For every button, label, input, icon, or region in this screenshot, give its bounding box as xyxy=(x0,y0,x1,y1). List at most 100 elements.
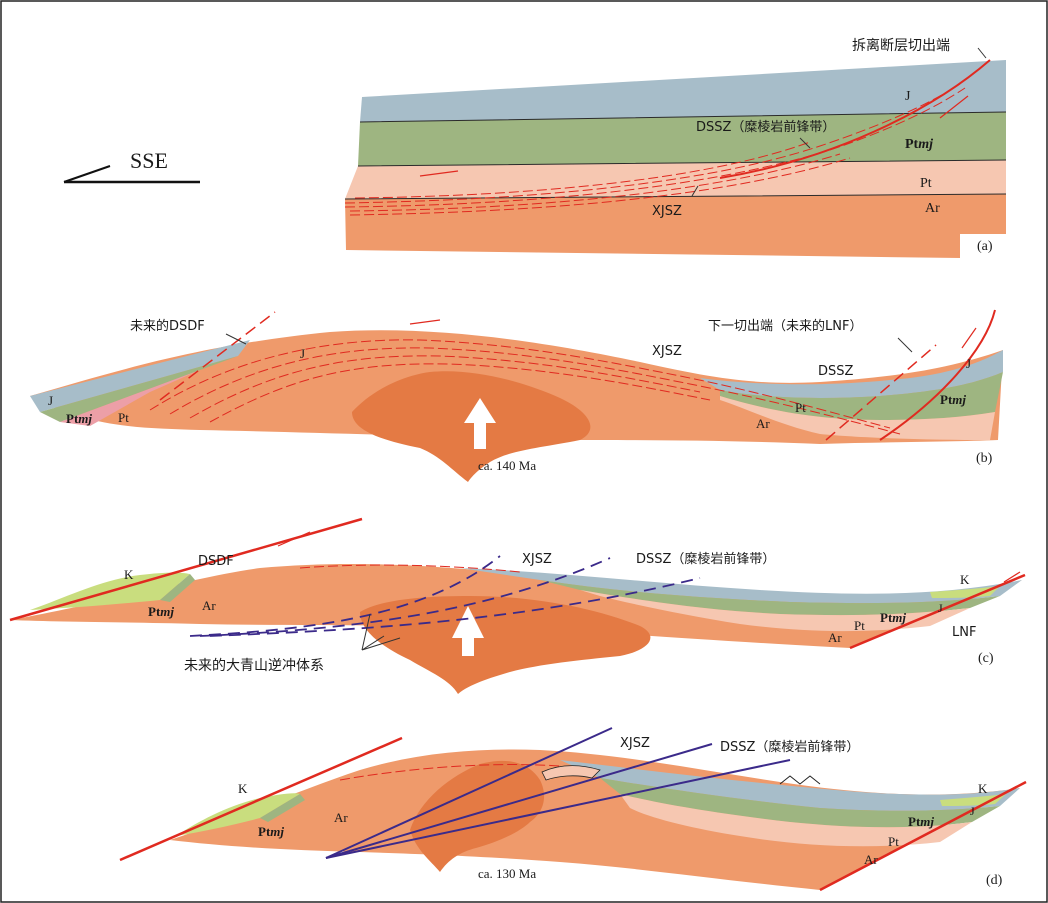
panel-d-Pt-layer xyxy=(620,794,972,847)
panel-c-thrust-pointers xyxy=(361,613,401,651)
panel-a-label-detachment: 拆离断层切出端 xyxy=(852,37,950,54)
panel-c-K-right xyxy=(930,586,1000,598)
panel-b-J-right xyxy=(700,350,1003,398)
panel-a-contacts xyxy=(344,111,1007,200)
direction-arrow-half xyxy=(63,165,111,183)
panel-b-Pt-left xyxy=(60,370,200,426)
panel-d-label-Ptmj-right: Ptmj xyxy=(908,814,934,829)
panel-a-label-Pt: Pt xyxy=(920,176,932,191)
panel-d-label-Ar-right: Ar xyxy=(864,852,878,867)
panel-d-label-J: J xyxy=(970,804,975,818)
panel-d-label-Ptmj-left: Ptmj xyxy=(258,824,284,839)
panel-c-label-Pt: Pt xyxy=(854,618,865,633)
panel-b-label-age: ca. 140 Ma xyxy=(478,458,536,473)
panel-b-Pt-right xyxy=(720,396,995,440)
panel-a-label-Ar: Ar xyxy=(925,201,940,216)
panel-c-LNF-fault xyxy=(849,573,1026,650)
panel-b-label-future-DSDF: 未来的DSDF xyxy=(130,318,205,334)
panel-c: K DSDF Ptmj Ar XJSZ DSSZ（糜棱岩前锋带） K J Ptm… xyxy=(9,517,1026,694)
panel-c-label-K-left: K xyxy=(124,567,134,582)
panel-b-future-LNF xyxy=(825,344,937,441)
panel-c-label-Ptmj-left: Ptmj xyxy=(148,604,174,619)
panel-b-lnf-pointer xyxy=(897,337,913,353)
panel-b-label-Pt-right: Pt xyxy=(795,400,806,415)
panel-d-Ar-body xyxy=(170,749,1020,890)
panel-a-sense-arrow-2 xyxy=(419,170,459,177)
panel-a-Pt-layer xyxy=(345,160,1006,199)
panel-b-tag: (b) xyxy=(976,451,993,466)
panel-c-future-thrusts xyxy=(189,555,701,637)
panel-d-label-Ar-left: Ar xyxy=(334,810,348,825)
panel-b-dsdf-pointer xyxy=(225,333,247,345)
panel-c-label-Ar-right: Ar xyxy=(828,630,842,645)
panel-a-shear-zone xyxy=(344,83,966,216)
panel-d-label-Pt: Pt xyxy=(888,834,899,849)
panel-b-label-DSSZ: DSSZ xyxy=(818,364,854,379)
panel-c-shear-remnant xyxy=(299,564,521,573)
panel-d-fold-hinge xyxy=(541,765,601,781)
panel-c-label-Ar-left: Ar xyxy=(202,598,216,613)
panel-a-dssz-pointer xyxy=(799,137,811,149)
panel-b-shear-lines xyxy=(149,339,901,435)
panel-d: K Ptmj Ar XJSZ DSSZ（糜棱岩前锋带） K J Ptmj Pt … xyxy=(119,727,1027,892)
panel-c-Pt-layer xyxy=(580,590,970,632)
direction-label: SSE xyxy=(130,148,168,173)
panel-a-Ptmj-layer xyxy=(358,112,1006,166)
panel-b-pluton xyxy=(352,371,591,482)
panel-a-J-layer xyxy=(360,60,1006,122)
panel-d-Ptmj-left xyxy=(260,794,305,822)
panel-d-K-left xyxy=(176,793,300,836)
panel-d-label-XJSZ: XJSZ xyxy=(620,736,650,751)
panel-b-J-left xyxy=(30,340,250,412)
panel-c-sense-arrow-2 xyxy=(1003,571,1021,583)
panel-d-tag: (d) xyxy=(986,873,1003,888)
panel-b-label-future-LNF: 下一切出端（未来的LNF） xyxy=(708,318,862,334)
panel-a-label-XJSZ: XJSZ xyxy=(652,204,682,219)
panel-b-label-J-left: J xyxy=(48,393,53,408)
panel-d-pluton xyxy=(410,760,545,872)
panel-d-DSDF-fault xyxy=(119,736,403,862)
panel-c-label-K-right: K xyxy=(960,572,970,587)
panel-c-Ptmj-left xyxy=(160,574,195,602)
panel-a-sense-arrow-1 xyxy=(939,95,969,119)
panel-c-uplift-arrow xyxy=(452,606,484,656)
panel-c-label-DSDF: DSDF xyxy=(198,554,234,569)
panel-a-label-J: J xyxy=(905,89,911,104)
panel-b-label-Ptmj-right: Ptmj xyxy=(940,392,966,407)
panel-b-uplift-arrow xyxy=(464,398,496,449)
panel-d-label-K-right: K xyxy=(978,781,988,796)
panel-b-label-J-mid: J xyxy=(300,346,305,361)
panel-c-Ptmj-layer xyxy=(540,580,1000,616)
panel-d-fold-wave xyxy=(779,775,821,785)
panel-a-Ar-layer xyxy=(345,194,1006,258)
panel-a-xjsz-pointer xyxy=(691,185,699,197)
panel-b-Ptmj-right xyxy=(720,372,1003,420)
panel-b: J Ptmj Pt J J Ptmj Pt Ar XJSZ DSSZ 未来的DS… xyxy=(30,309,1003,482)
panel-c-label-Ptmj-right: Ptmj xyxy=(880,610,906,625)
panel-d-label-DSSZ: DSSZ（糜棱岩前锋带） xyxy=(720,739,859,755)
panel-b-sense-arrow-1 xyxy=(961,327,977,349)
panel-b-label-Ptmj-left: Ptmj xyxy=(66,411,92,426)
panel-c-DSDF-fault xyxy=(9,517,363,622)
panel-a: J Ptmj Pt Ar DSSZ（糜棱岩前锋带） XJSZ 拆离断层切出端 (… xyxy=(344,37,1007,258)
panel-b-label-Ar: Ar xyxy=(756,416,770,431)
panel-c-sense-arrow-1 xyxy=(277,531,311,547)
panel-d-label-age: ca. 130 Ma xyxy=(478,866,536,881)
panel-c-J-layer xyxy=(460,568,1022,604)
panel-d-LNF-fault xyxy=(819,780,1027,892)
panel-d-thrusts xyxy=(325,727,791,859)
panel-d-J-layer xyxy=(560,760,1020,811)
panel-d-K-right xyxy=(940,794,1006,806)
panel-c-label-future-thrust: 未来的大青山逆冲体系 xyxy=(184,658,324,674)
panel-c-label-DSSZ: DSSZ（糜棱岩前锋带） xyxy=(636,551,775,567)
panel-c-pluton xyxy=(360,596,651,694)
panel-a-label-Ptmj: Ptmj xyxy=(905,137,933,152)
panel-d-Ptmj-layer xyxy=(600,778,1000,828)
panel-a-tag: (a) xyxy=(977,239,993,254)
panel-b-sense-arrow-2 xyxy=(409,319,441,325)
direction-indicator: SSE xyxy=(63,148,200,184)
panel-c-label-XJSZ: XJSZ xyxy=(522,552,552,567)
panel-b-Ptmj-left xyxy=(40,356,238,422)
